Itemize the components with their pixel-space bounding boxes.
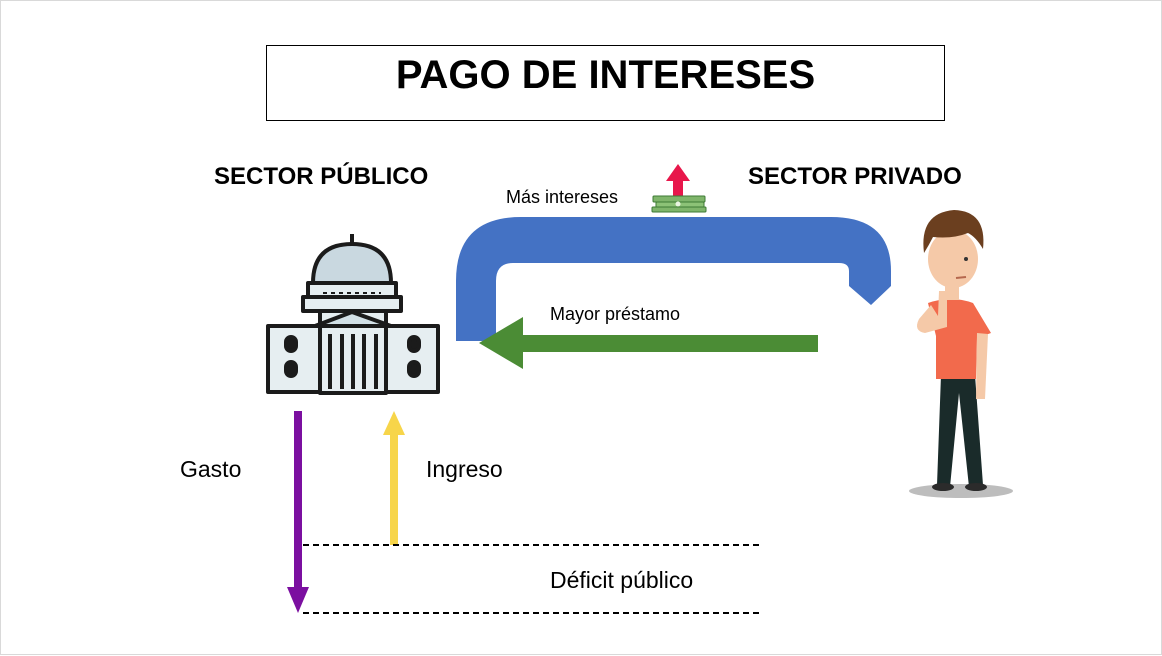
public-sector-label: SECTOR PÚBLICO xyxy=(214,163,429,190)
loan-flow-arrow xyxy=(479,317,818,369)
deficit-label: Déficit público xyxy=(550,567,694,593)
government-building-icon xyxy=(266,234,440,395)
interest-flow-arrow xyxy=(456,217,891,341)
private-sector-label: SECTOR PRIVADO xyxy=(748,163,962,190)
loan-label: Mayor préstamo xyxy=(550,304,681,324)
thinking-person-icon xyxy=(909,210,1013,498)
money-up-arrow-icon xyxy=(651,164,707,213)
spending-label: Gasto xyxy=(180,456,242,482)
income-arrow xyxy=(383,411,405,545)
spending-arrow xyxy=(287,411,309,613)
interest-label: Más intereses xyxy=(506,187,619,207)
title-box: PAGO DE INTERESES xyxy=(266,45,945,121)
page-title: PAGO DE INTERESES xyxy=(395,53,816,97)
income-label: Ingreso xyxy=(426,456,503,482)
